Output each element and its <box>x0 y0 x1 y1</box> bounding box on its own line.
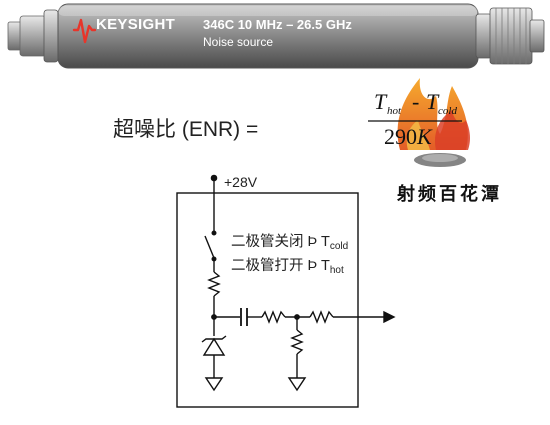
noise-source-enclosure <box>176 192 359 408</box>
keysight-logo-icon <box>72 18 97 44</box>
formula-t-cold-subscript: cold <box>438 105 457 117</box>
formula-t-hot-subscript: hot <box>387 105 402 117</box>
formula-denominator: 290K <box>384 124 432 150</box>
switch-contact-top <box>211 230 217 236</box>
diode-on-subscript: hot <box>329 265 344 276</box>
sma-connector <box>475 7 545 65</box>
formula-denominator-value: 290 <box>384 124 417 149</box>
circuit-schematic <box>176 174 396 408</box>
diode-off-subscript: cold <box>329 241 349 252</box>
model-description: Noise source <box>203 35 274 49</box>
noise-diode <box>202 337 226 356</box>
diode-on-label: 二极管打开 Þ Thot <box>231 254 344 276</box>
watermark-text: 射频百花潭 <box>397 184 502 204</box>
noise-diode-bar <box>201 335 227 343</box>
switch-blade <box>204 235 215 259</box>
ground-icon-diode <box>204 377 224 392</box>
enr-label: 超噪比 (ENR) = <box>113 118 259 141</box>
model-frequency-range: 346C 10 MHz – 26.5 GHz <box>203 17 352 32</box>
shunt-resistor <box>290 329 304 355</box>
watermark-flame-icon <box>397 78 470 167</box>
supply-voltage-label: +28V <box>224 174 258 190</box>
series-resistor-1 <box>261 310 286 324</box>
ground-icon-shunt <box>287 377 307 392</box>
supply-terminal <box>210 174 218 182</box>
bnc-connector <box>7 9 59 63</box>
formula-minus: - <box>412 89 420 114</box>
formula-denominator-unit: K <box>417 124 432 149</box>
formula-t-hot: T <box>374 89 387 114</box>
series-resistor-2 <box>309 310 334 324</box>
brand-name: KEYSIGHT <box>96 16 176 33</box>
output-arrow-icon <box>383 310 396 324</box>
diode-off-label: 二极管关闭 Þ Tcold <box>231 230 349 252</box>
formula-t-cold: T <box>426 89 439 114</box>
bias-resistor <box>207 271 221 297</box>
diode-off-text: 二极管关闭 Þ T <box>231 234 330 250</box>
diode-on-text: 二极管打开 Þ T <box>231 258 330 274</box>
